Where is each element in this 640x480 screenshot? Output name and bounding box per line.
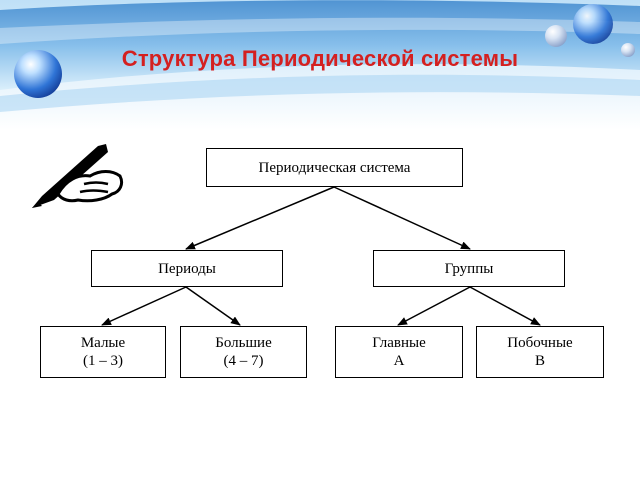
node-periodic-system-label: Периодическая система	[258, 159, 411, 176]
node-secondary-line2: В	[534, 353, 545, 369]
arrow-root-to-groups	[333, 186, 471, 250]
arrow-groups-to-secondary	[469, 286, 541, 326]
slide-title: Структура Периодической системы	[121, 46, 519, 71]
node-main-groups: Главные А	[335, 326, 463, 378]
node-groups-label: Группы	[444, 260, 494, 277]
node-small-line2: (1 – 3)	[83, 353, 123, 369]
arrow-periods-to-large	[185, 286, 241, 326]
node-secondary-line1: Побочные	[507, 335, 573, 351]
decorative-sphere-icon	[545, 25, 567, 47]
node-small-line1: Малые	[80, 335, 126, 351]
node-main-line1: Главные	[372, 335, 426, 351]
node-large-periods: Большие (4 – 7)	[180, 326, 307, 378]
node-large-line2: (4 – 7)	[223, 353, 264, 369]
decorative-sphere-icon	[14, 50, 62, 98]
arrow-root-to-periods	[185, 186, 335, 250]
node-large-line1: Большие	[215, 335, 272, 351]
arrow-groups-to-main	[397, 286, 471, 326]
header-background	[0, 0, 640, 130]
node-periods-label: Периоды	[158, 260, 216, 277]
node-secondary-groups: Побочные В	[476, 326, 604, 378]
arrow-periods-to-small	[101, 286, 187, 326]
writing-hand-icon	[32, 144, 124, 208]
node-small-periods: Малые (1 – 3)	[40, 326, 166, 378]
node-groups: Группы	[373, 250, 565, 287]
decorative-sphere-icon	[621, 43, 635, 57]
node-main-line2: А	[393, 353, 405, 369]
node-periods: Периоды	[91, 250, 283, 287]
decorative-sphere-icon	[573, 4, 613, 44]
node-periodic-system: Периодическая система	[206, 148, 463, 187]
